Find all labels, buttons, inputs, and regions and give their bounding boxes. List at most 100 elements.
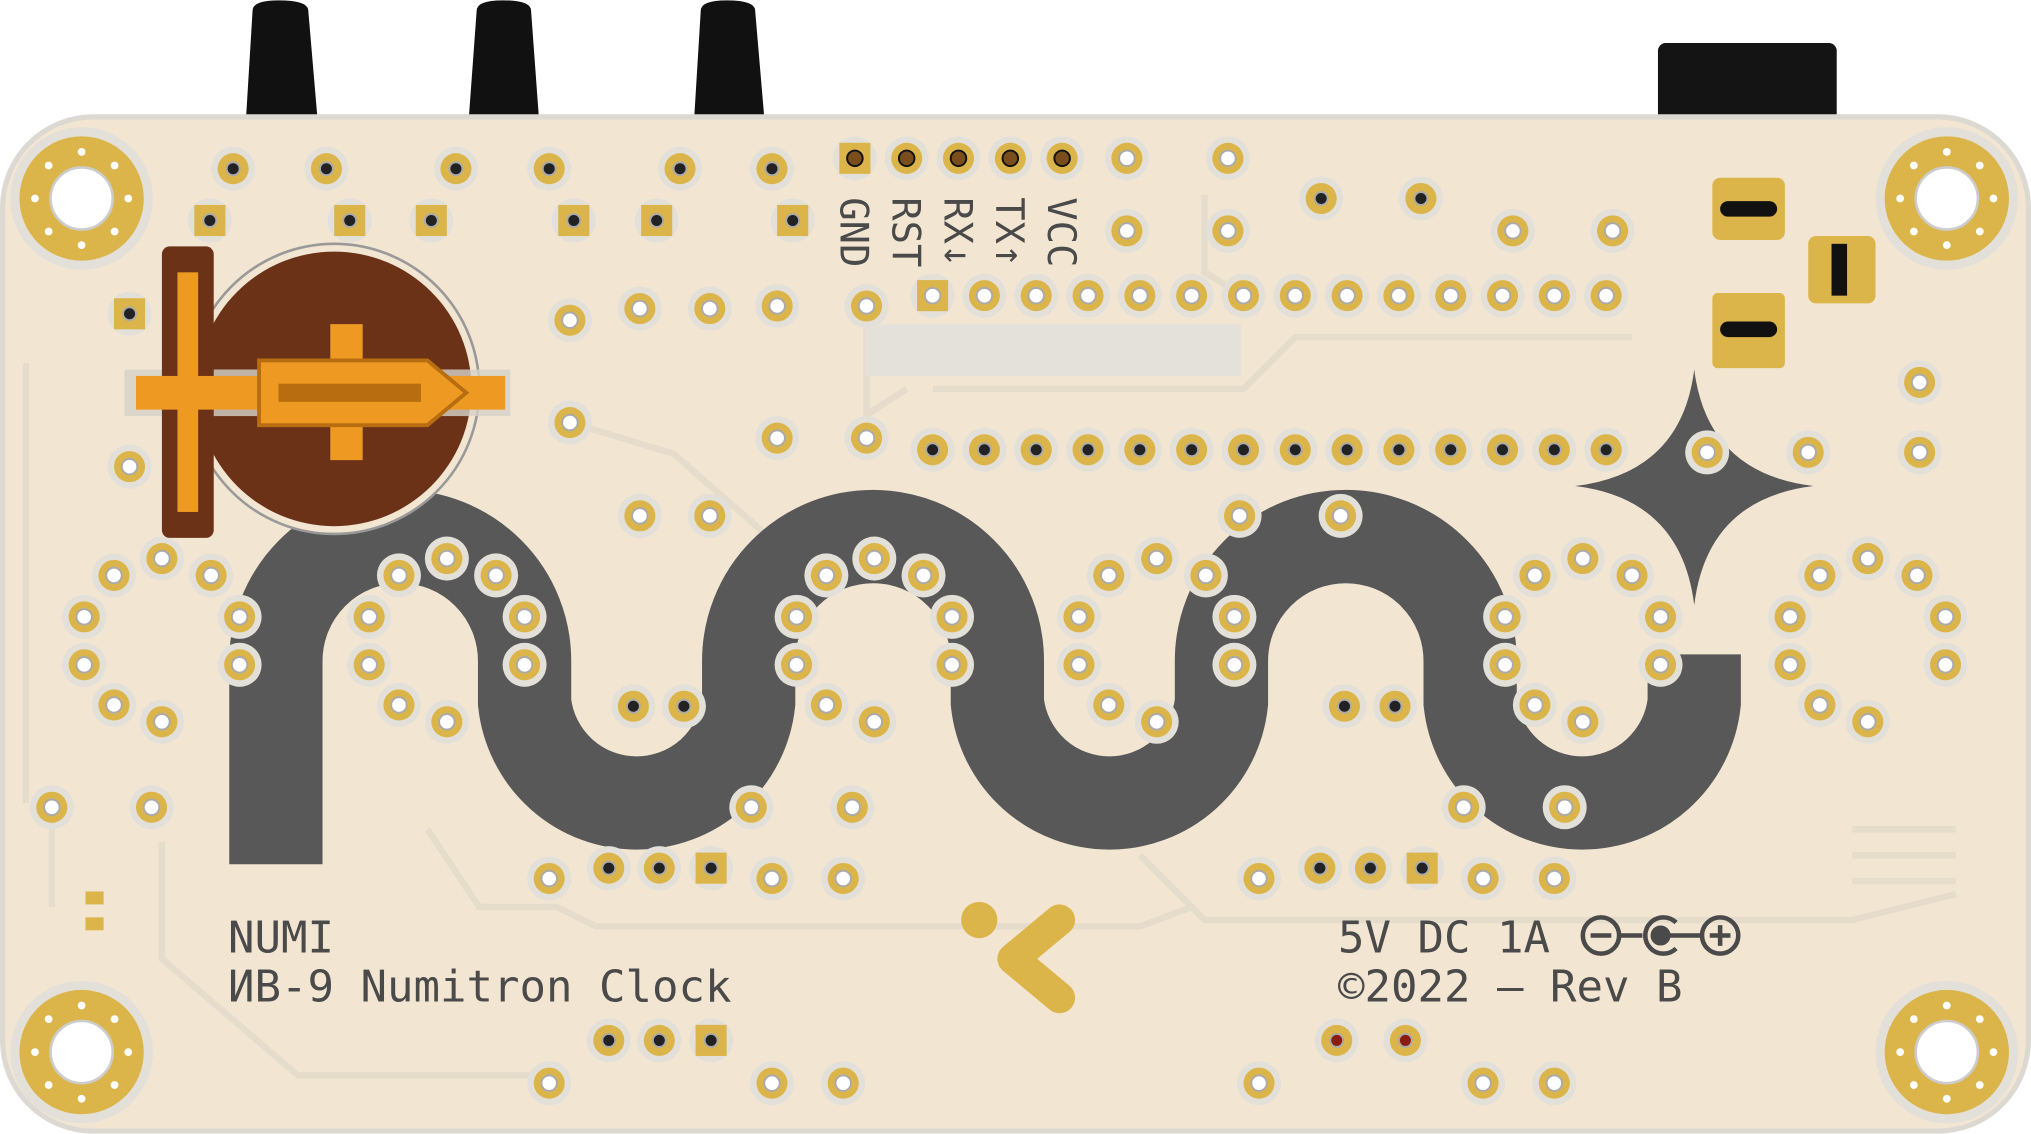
pad <box>1205 136 1250 181</box>
traces <box>22 194 1957 1079</box>
pad <box>637 1018 682 1063</box>
pad <box>1590 208 1635 253</box>
pad <box>1786 430 1831 475</box>
pad <box>376 682 421 727</box>
pad <box>1845 699 1890 744</box>
pad <box>749 856 795 901</box>
pad <box>755 283 800 329</box>
pin-label-rst: RST <box>882 197 927 267</box>
board-subtitle: ИВ-9 Numitron Clock <box>228 962 732 1013</box>
mounting-hole <box>1875 980 2019 1124</box>
pad <box>29 785 74 830</box>
pad <box>962 273 1007 318</box>
pad <box>1086 553 1131 598</box>
pad <box>107 444 152 489</box>
pad <box>1480 427 1525 472</box>
pad <box>129 785 174 830</box>
pad <box>1483 594 1528 639</box>
pad <box>217 594 262 639</box>
pad <box>502 594 547 639</box>
pad <box>1117 273 1162 318</box>
pad <box>1066 273 1111 318</box>
pad <box>1066 427 1111 472</box>
pad <box>586 846 631 891</box>
pad <box>1512 553 1557 598</box>
pad <box>1104 136 1149 181</box>
mounting-hole <box>1875 127 2019 270</box>
pad <box>687 286 732 331</box>
push-button-1[interactable] <box>246 0 318 117</box>
pad <box>1480 273 1525 318</box>
pad <box>1325 273 1370 318</box>
pad <box>749 1061 795 1106</box>
copyright-revision: ©2022 – Rev B <box>1338 962 1683 1013</box>
pin-label-rx: RX↓ <box>934 197 979 267</box>
pad <box>611 684 656 729</box>
pad <box>1056 642 1101 687</box>
pad <box>1768 642 1813 687</box>
pad <box>804 682 849 727</box>
pad <box>1221 427 1266 472</box>
pad <box>1183 553 1228 598</box>
pad <box>502 642 547 687</box>
pad <box>774 642 819 687</box>
pad <box>1086 682 1131 727</box>
pad <box>936 136 981 181</box>
push-button-2[interactable] <box>468 0 539 117</box>
pad <box>1014 427 1059 472</box>
pad <box>1273 427 1318 472</box>
pad <box>1685 430 1730 475</box>
pad <box>1428 273 1473 318</box>
pad <box>1318 493 1363 538</box>
pad <box>1923 594 1968 639</box>
dc-jack <box>1657 43 1837 124</box>
pad <box>376 553 421 598</box>
pad <box>551 198 596 243</box>
pad <box>1923 642 1968 687</box>
pad <box>988 136 1033 181</box>
pad <box>1512 682 1557 727</box>
pad <box>211 146 256 191</box>
push-button-3[interactable] <box>694 0 765 117</box>
pad <box>661 684 706 729</box>
pad <box>755 416 800 461</box>
pad <box>1400 846 1445 891</box>
pad <box>304 146 349 191</box>
pad <box>1532 273 1577 318</box>
pad <box>1532 1061 1577 1106</box>
mounting-hole <box>10 980 153 1124</box>
pad <box>139 699 184 744</box>
pad <box>1383 1018 1428 1063</box>
pad <box>217 642 262 687</box>
pad <box>930 642 975 687</box>
pin-label-vcc: VCC <box>1038 197 1083 267</box>
pad <box>1897 360 1942 405</box>
pad <box>832 136 877 181</box>
pad <box>474 553 519 598</box>
pad <box>634 198 679 243</box>
pad <box>910 427 955 472</box>
pad <box>1461 1061 1506 1106</box>
pad <box>1205 208 1250 253</box>
pad <box>1610 553 1655 598</box>
pad <box>729 785 774 830</box>
pad <box>347 594 392 639</box>
pad <box>617 493 662 538</box>
pad <box>187 198 232 243</box>
pad <box>1532 856 1577 901</box>
pad <box>1273 273 1318 318</box>
pad <box>689 1018 734 1063</box>
pad <box>770 198 815 243</box>
pad <box>1221 273 1266 318</box>
pad <box>617 286 662 331</box>
pad <box>409 198 454 243</box>
pad <box>1134 536 1179 581</box>
pad <box>1169 427 1214 472</box>
pad <box>852 536 897 581</box>
pad <box>1212 642 1257 687</box>
pad <box>689 846 734 891</box>
pad <box>1797 553 1842 598</box>
pad <box>910 273 955 318</box>
pad <box>91 553 137 598</box>
pad <box>1428 427 1473 472</box>
